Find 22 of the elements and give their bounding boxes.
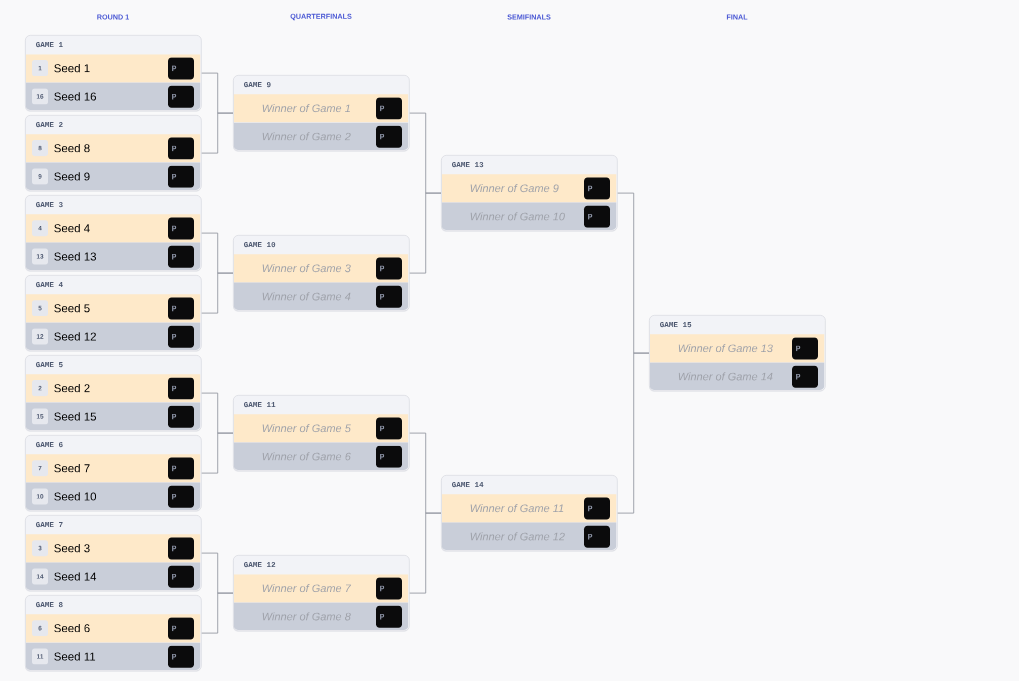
connector-line (201, 592, 234, 634)
score-box: P (584, 497, 610, 520)
score-box: P (168, 617, 194, 640)
score-box: P (584, 177, 610, 200)
score-box: P (168, 217, 194, 240)
connector-line (409, 512, 442, 594)
score-box: P (376, 417, 402, 440)
score-box: P (376, 97, 402, 120)
score-box: P (168, 457, 194, 480)
connector-line (201, 432, 234, 474)
connector-line (409, 192, 442, 274)
connector-line (201, 272, 234, 314)
score-box: P (168, 377, 194, 400)
score-box: P (376, 257, 402, 280)
score-box: P (168, 537, 194, 560)
score-box: P (792, 337, 818, 360)
connector-line (617, 352, 650, 514)
score-box: P (168, 297, 194, 320)
score-box: P (376, 577, 402, 600)
score-box: P (168, 137, 194, 160)
connector-line (201, 112, 234, 154)
score-box: P (168, 57, 194, 80)
